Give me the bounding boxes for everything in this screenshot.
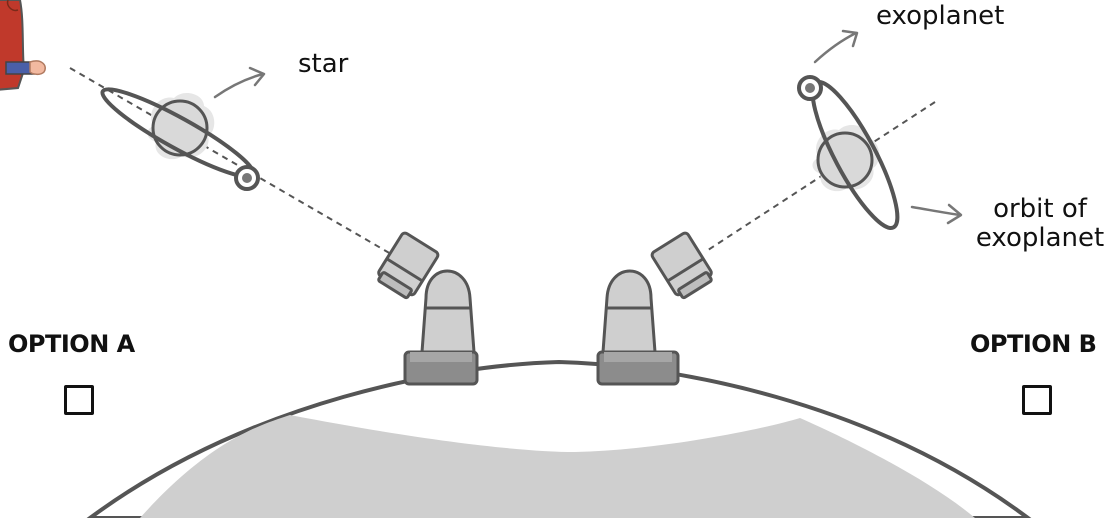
option-b-label: OPTION B (970, 330, 1097, 358)
left-star-system (100, 87, 260, 191)
orbit-label-line2: exoplanet (975, 222, 1105, 253)
child-character (0, 0, 46, 91)
planet-surface (86, 359, 1032, 518)
option-b-checkbox[interactable] (1022, 385, 1052, 415)
left-sightline (69, 67, 399, 259)
right-star-system (797, 75, 900, 231)
orbit-label-line1: orbit of (993, 194, 1087, 224)
arrow-orbit (910, 205, 962, 217)
star-label: star (298, 49, 349, 79)
right-sightline (704, 101, 936, 253)
orbit-label: orbit of exoplanet (970, 195, 1110, 252)
option-a-label: OPTION A (8, 330, 135, 358)
option-a-checkbox[interactable] (64, 385, 94, 415)
exoplanet-label: exoplanet (876, 1, 1005, 31)
right-telescope (596, 231, 713, 386)
left-telescope (377, 231, 479, 386)
arrow-star (213, 72, 265, 99)
arrow-exoplanet (813, 31, 858, 64)
label-arrows (213, 29, 963, 225)
